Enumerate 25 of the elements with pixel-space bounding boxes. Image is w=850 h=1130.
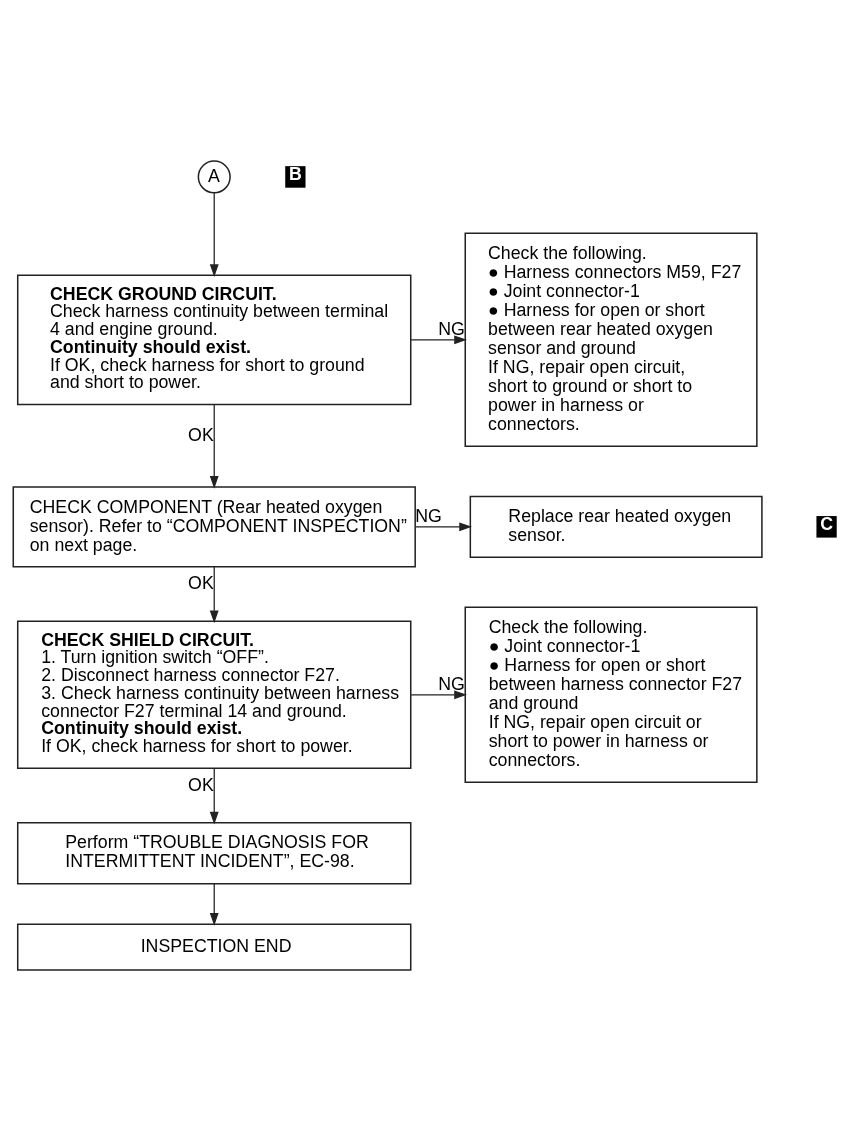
node-box: CHECK GROUND CIRCUIT. Check harness continuity between terminal 4 and engine ground. Continuity should exist. If OK, check harness for short to ground and short to power. — [16, 273, 412, 405]
node-circle: A — [197, 159, 231, 194]
node-box: CHECK COMPONENT (Rear heated oxygen sensor). Refer to “COMPONENT INSPECTION” on next page. — [12, 485, 416, 568]
arrow — [414, 521, 472, 531]
edge-label: NG — [438, 318, 465, 339]
node-box: Replace rear heated oxygen sensor. — [469, 495, 763, 558]
label: C — [820, 513, 834, 534]
node-box: INSPECTION END — [16, 923, 412, 971]
arrow — [209, 767, 219, 824]
arrow — [410, 334, 467, 344]
node-box: CHECK SHIELD CIRCUIT. 1. Turn ignition switch “OFF”. 2. Disconnect harness connector F27. 3. Check harness continuity between harness connector F27 terminal 14 and ground. Continuity should exist. If OK, check harness for short to power. — [16, 620, 412, 769]
label: B — [289, 163, 302, 184]
node-box: Check the following. ● Joint connector-1 ● Harness for open or short between harness connector F27 and ground If NG, repair open circuit or short to power in harness or connectors. — [464, 606, 758, 783]
arrow — [209, 565, 219, 623]
edge-label: OK — [188, 774, 214, 795]
node-box: Check the following. ● Harness connectors M59, F27 ● Joint connector-1 ● Harness for open or short between rear heated oxygen sensor and ground If NG, repair open circuit, short to ground or short to power in harness or connectors. — [464, 232, 758, 447]
edge-label: OK — [188, 424, 214, 445]
arrow — [410, 689, 467, 699]
edge-label: NG — [438, 673, 465, 694]
arrow — [209, 191, 219, 277]
node-box: Perform “TROUBLE DIAGNOSIS FOR INTERMITTENT INCIDENT”, EC-98. — [16, 821, 412, 884]
edge-label: OK — [188, 572, 214, 593]
arrow — [209, 403, 219, 489]
arrow — [209, 882, 219, 926]
edge-label: NG — [415, 505, 442, 526]
